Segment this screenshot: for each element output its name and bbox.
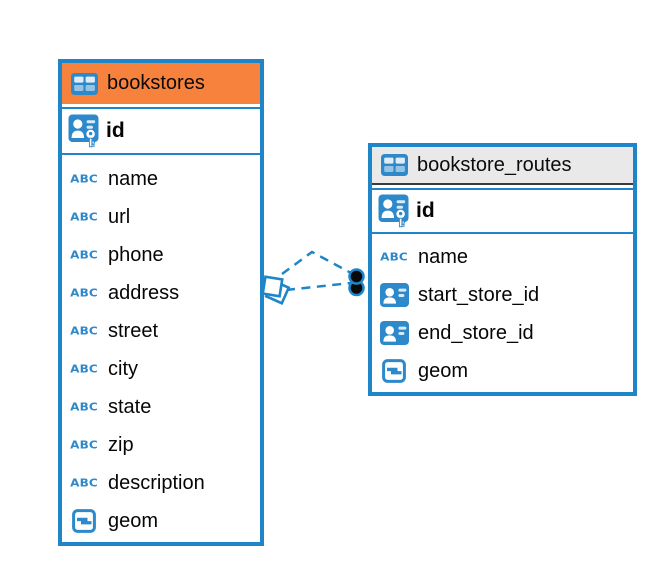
- relationship-diamond-marker-back: [264, 279, 291, 305]
- primary-key-icon: [378, 194, 408, 228]
- entity-table-bookstores[interactable]: bookstores id ABC name: [58, 59, 264, 546]
- column-row[interactable]: ABC state: [70, 395, 152, 418]
- table-icon: [69, 72, 99, 95]
- text-abc-icon: ABC: [70, 210, 98, 224]
- geometry-icon: [379, 359, 409, 383]
- column-list: ABC name ABC url ABC phone ABC address A…: [62, 155, 260, 540]
- text-abc-icon: ABC: [70, 248, 98, 262]
- column-row[interactable]: ABC description: [70, 471, 205, 494]
- relationship-dot-marker-back: [348, 279, 365, 297]
- text-abc-icon: ABC: [70, 324, 98, 338]
- text-abc-icon: ABC: [380, 250, 408, 264]
- column-label-id: id: [106, 119, 125, 142]
- text-abc-icon: ABC: [70, 400, 98, 414]
- entity-header-bookstores[interactable]: bookstores: [62, 63, 260, 104]
- column-row[interactable]: start_store_id: [372, 276, 633, 314]
- foreign-key-icon: [379, 283, 409, 307]
- text-abc-icon: ABC: [70, 438, 98, 452]
- relationship-line-lower[interactable]: [285, 281, 352, 292]
- relationship-diamond-marker-front: [261, 275, 284, 298]
- column-row[interactable]: ABC name: [380, 245, 469, 268]
- entity-header-bookstore-routes[interactable]: bookstore_routes: [372, 147, 633, 185]
- relationship-line-upper[interactable]: [281, 250, 354, 276]
- text-abc-icon: ABC: [70, 286, 98, 300]
- column-row[interactable]: ABC city: [70, 357, 138, 380]
- column-row[interactable]: ABC url: [70, 205, 131, 228]
- column-row[interactable]: ABC phone: [70, 243, 164, 266]
- entity-title: bookstores: [107, 72, 205, 94]
- text-abc-icon: ABC: [70, 172, 98, 186]
- entity-table-bookstore-routes[interactable]: bookstore_routes id ABC: [368, 143, 637, 396]
- column-row[interactable]: geom: [372, 352, 633, 390]
- column-row-pk[interactable]: id: [372, 188, 633, 234]
- geometry-icon: [69, 509, 99, 533]
- entity-title: bookstore_routes: [417, 153, 572, 176]
- primary-key-icon: [68, 114, 98, 148]
- column-row[interactable]: ABC name: [70, 167, 159, 190]
- column-row[interactable]: geom: [62, 502, 260, 540]
- table-icon: [379, 154, 409, 176]
- relationship-dot-marker-front: [348, 268, 365, 285]
- column-row[interactable]: end_store_id: [372, 314, 633, 352]
- relationship-bookstores-bookstore-routes[interactable]: [261, 250, 365, 305]
- column-row[interactable]: ABC street: [70, 319, 159, 342]
- text-abc-icon: ABC: [70, 476, 98, 490]
- foreign-key-icon: [379, 321, 409, 345]
- column-list: ABC name start_store_id: [372, 234, 633, 390]
- column-label-id: id: [416, 199, 435, 222]
- column-row[interactable]: ABC zip: [70, 433, 134, 456]
- column-row[interactable]: ABC address: [70, 281, 180, 304]
- text-abc-icon: ABC: [70, 362, 98, 376]
- column-row-pk[interactable]: id: [62, 107, 260, 155]
